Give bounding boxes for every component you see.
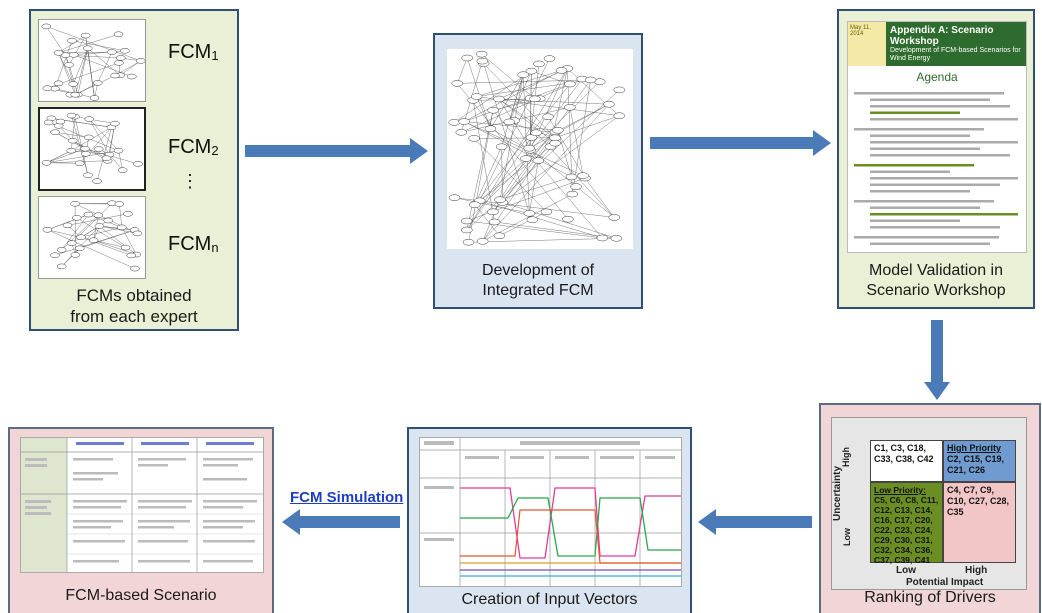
vectors-caption: Creation of Input Vectors <box>461 591 638 608</box>
ranking-panel: Uncertainty High Low C1, C3, C18, C33, C… <box>819 403 1041 613</box>
doc-title: Appendix A: Scenario Workshop <box>890 25 994 47</box>
arrow-right-1 <box>245 138 428 164</box>
validation-panel: May 11, 2014 Appendix A: Scenario Worksh… <box>837 9 1035 309</box>
doc-subtitle: Development of FCM-based Scenarios for W… <box>890 47 1021 62</box>
integrated-caption: Development of Integrated FCM <box>481 262 595 299</box>
arrow-down <box>924 320 950 400</box>
y-axis-label: Uncertainty <box>832 465 844 522</box>
fcm-label-2: FCM2 <box>168 136 219 158</box>
matrix-top-left: C1, C3, C18, C33, C38, C42 <box>870 440 943 482</box>
integrated-fcm-network <box>447 49 633 249</box>
doc-date: May 11, 2014 <box>848 22 886 66</box>
arrow-left-1 <box>698 509 812 535</box>
x-axis-low: Low <box>896 565 916 576</box>
fcm-simulation-label: FCM Simulation <box>290 489 404 506</box>
matrix-top-right: High Priority C2, C15, C19, C21, C26 <box>943 440 1016 482</box>
workshop-agenda-document: May 11, 2014 Appendix A: Scenario Worksh… <box>847 21 1027 253</box>
arrow-left-2 <box>282 509 400 535</box>
x-axis-high: High <box>965 565 988 576</box>
y-axis-high: High <box>841 447 851 467</box>
integrated-panel: Development of Integrated FCM <box>433 33 643 309</box>
scenario-panel: FCM-based Scenario <box>8 427 274 613</box>
x-axis-label: Potential Impact <box>906 577 984 588</box>
ellipsis: ⋮ <box>181 171 199 191</box>
vectors-panel: Creation of Input Vectors <box>407 427 692 613</box>
doc-agenda-heading: Agenda <box>916 70 958 84</box>
fcms-caption: FCMs obtained from each expert <box>70 286 198 326</box>
fcm-label-n: FCMn <box>168 233 219 255</box>
validation-caption: Model Validation in Scenario Workshop <box>866 262 1006 299</box>
matrix-bottom-right: C4, C7, C9, C10, C27, C28, C35 <box>943 482 1016 563</box>
scenario-caption: FCM-based Scenario <box>65 587 217 604</box>
ranking-caption: Ranking of Drivers <box>864 589 996 606</box>
arrow-right-2 <box>650 130 831 156</box>
fcm-thumbnail-n <box>38 196 146 279</box>
fcms-panel: FCM1 FCM2 ⋮ FCMn FCMs obtained from each… <box>29 9 239 331</box>
y-axis-low: Low <box>842 528 852 546</box>
matrix-bottom-left: Low Priority: C5, C6, C8, C11, C12, C13,… <box>870 482 943 565</box>
fcm-label-1: FCM1 <box>168 41 219 63</box>
fcm-thumbnail-1 <box>38 19 146 102</box>
input-vectors-table <box>419 437 682 587</box>
priority-matrix: Uncertainty High Low C1, C3, C18, C33, C… <box>831 417 1027 590</box>
fcm-thumbnail-2 <box>38 107 146 191</box>
doc-body-lines <box>854 92 1018 245</box>
scenario-table <box>20 437 264 573</box>
